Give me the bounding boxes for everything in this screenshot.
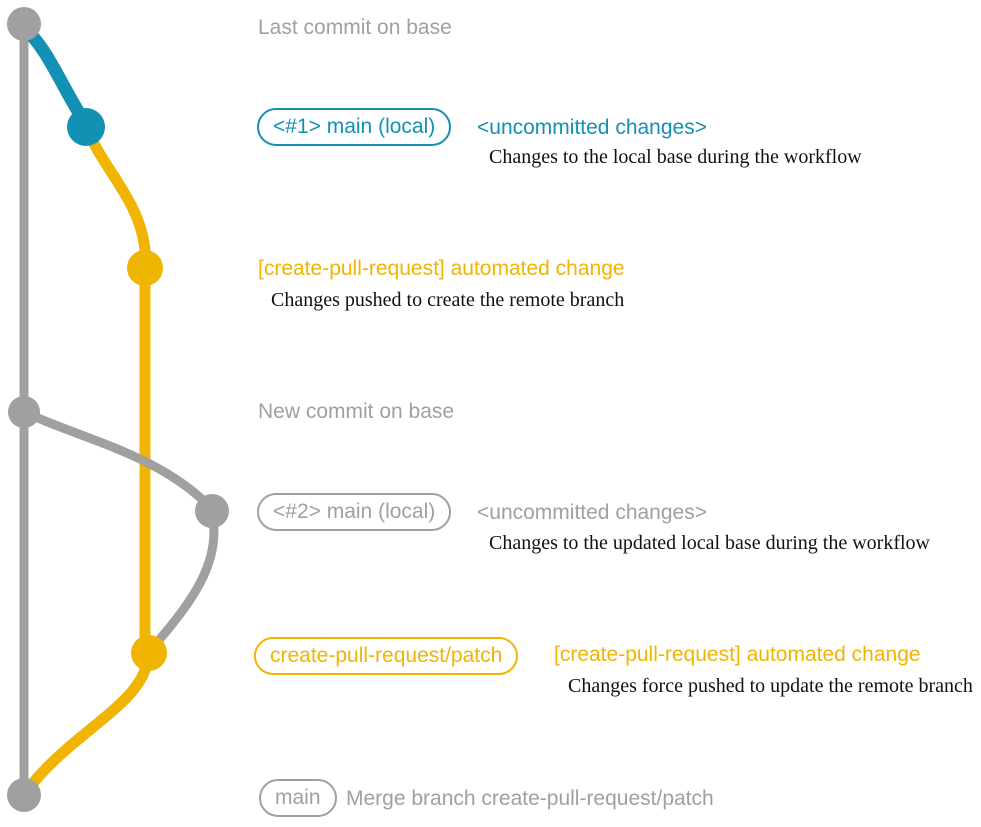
branch-badge-main-local-1: <#1> main (local) — [257, 108, 452, 146]
last-commit-label: Last commit on base — [258, 16, 452, 39]
patch-branch-line — [82, 124, 151, 658]
automated-change-title-2: [create-pull-request] automated change — [554, 643, 921, 666]
branch-badge-main-local-2: <#2> main (local) — [257, 493, 452, 531]
commit-dot-new-base — [8, 396, 40, 428]
commit-dot-merge — [7, 778, 41, 812]
new-commit-label: New commit on base — [258, 400, 455, 423]
uncommitted-changes-desc-2: Changes to the updated local base during… — [489, 532, 930, 554]
uncommitted-changes-title-2: <uncommitted changes> — [477, 501, 707, 524]
commit-dot-last-base — [7, 7, 41, 41]
uncommitted-changes-desc-1: Changes to the local base during the wor… — [489, 146, 862, 168]
commit-graph — [7, 7, 229, 812]
commit-dot-automated-change-2 — [131, 635, 167, 671]
automated-change-desc-2: Changes force pushed to update the remot… — [568, 675, 973, 697]
automated-change-title-1: [create-pull-request] automated change — [258, 257, 625, 280]
new-base-curve — [19, 407, 216, 513]
commit-dot-automated-change-1 — [127, 250, 163, 286]
local-main-curve — [17, 21, 93, 131]
uncommitted-changes-title-1: <uncommitted changes> — [477, 116, 707, 139]
commit-dot-local-main-2 — [195, 494, 229, 528]
force-push-curve — [147, 509, 219, 653]
patch-merge-curve — [20, 652, 154, 798]
branch-badge-main: main — [259, 779, 337, 817]
merge-commit-label: Merge branch create-pull-request/patch — [346, 787, 714, 810]
branch-badge-patch: create-pull-request/patch — [254, 637, 519, 675]
automated-change-desc-1: Changes pushed to create the remote bran… — [271, 289, 625, 311]
commit-dot-local-main-1 — [67, 108, 105, 146]
